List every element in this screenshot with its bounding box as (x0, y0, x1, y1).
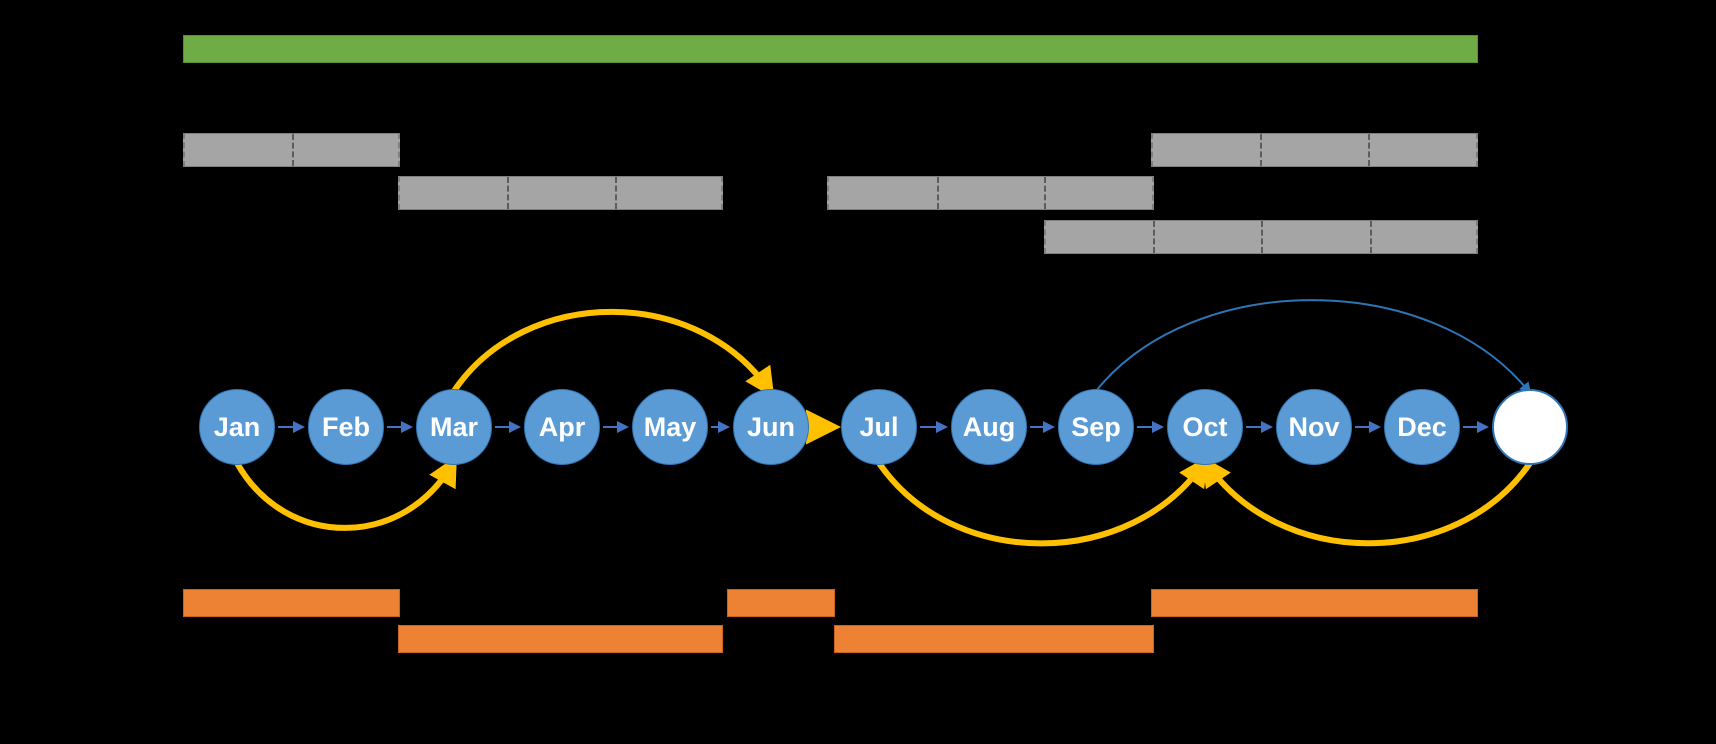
month-node-mar[interactable]: Mar (416, 389, 492, 465)
month-node-dec[interactable]: Dec (1384, 389, 1460, 465)
bar-divider (937, 177, 939, 209)
orange-phase-bar (727, 589, 835, 617)
month-node-label: Oct (1182, 411, 1228, 442)
bar-divider (1261, 221, 1263, 253)
month-node-label: Jan (213, 411, 261, 442)
month-node-may[interactable]: May (632, 389, 708, 465)
month-node-label: Nov (1288, 411, 1340, 442)
month-node-empty[interactable] (1492, 389, 1568, 465)
bar-divider (1153, 221, 1155, 253)
gray-phase-bar (1151, 133, 1478, 167)
month-node-label: Mar (429, 411, 478, 442)
month-node-label: May (643, 411, 697, 442)
orange-phase-bar (183, 589, 400, 617)
bar-divider (507, 177, 509, 209)
bar-divider (615, 177, 617, 209)
gray-phase-bar (827, 176, 1154, 210)
green-phase-bar (183, 35, 1478, 63)
orange-phase-bar (834, 625, 1154, 653)
month-node-label: Apr (538, 411, 586, 442)
month-node-label: Jun (746, 411, 795, 442)
month-node-label: Jul (859, 411, 899, 442)
arc-sep-to-end (1095, 299, 1532, 395)
bar-divider (1044, 177, 1046, 209)
month-node-label: Sep (1071, 411, 1121, 442)
bar-divider (1368, 134, 1370, 166)
month-node-jul[interactable]: Jul (841, 389, 917, 465)
gray-phase-bar (183, 133, 400, 167)
month-node-aug[interactable]: Aug (951, 389, 1027, 465)
month-node-label: Feb (321, 411, 370, 442)
arc-mar-to-jun (451, 309, 775, 399)
arc-jul-to-oct (876, 456, 1209, 547)
gray-phase-bar (398, 176, 723, 210)
month-node-apr[interactable]: Apr (524, 389, 600, 465)
month-node-label: Dec (1397, 411, 1447, 442)
month-node-nov[interactable]: Nov (1276, 389, 1352, 465)
arc-jan-to-mar (234, 455, 457, 531)
bar-divider (1260, 134, 1262, 166)
month-node-label: Aug (962, 411, 1016, 442)
orange-phase-bar (398, 625, 723, 653)
month-node-sep[interactable]: Sep (1058, 389, 1134, 465)
month-node-oct[interactable]: Oct (1167, 389, 1243, 465)
gray-phase-bar (1044, 220, 1478, 254)
month-node-jan[interactable]: Jan (199, 389, 275, 465)
arc-end-to-oct (1201, 456, 1533, 547)
bar-divider (292, 134, 294, 166)
month-node-jun[interactable]: Jun (733, 389, 809, 465)
month-node-feb[interactable]: Feb (308, 389, 384, 465)
bar-divider (1370, 221, 1372, 253)
orange-phase-bar (1151, 589, 1478, 617)
